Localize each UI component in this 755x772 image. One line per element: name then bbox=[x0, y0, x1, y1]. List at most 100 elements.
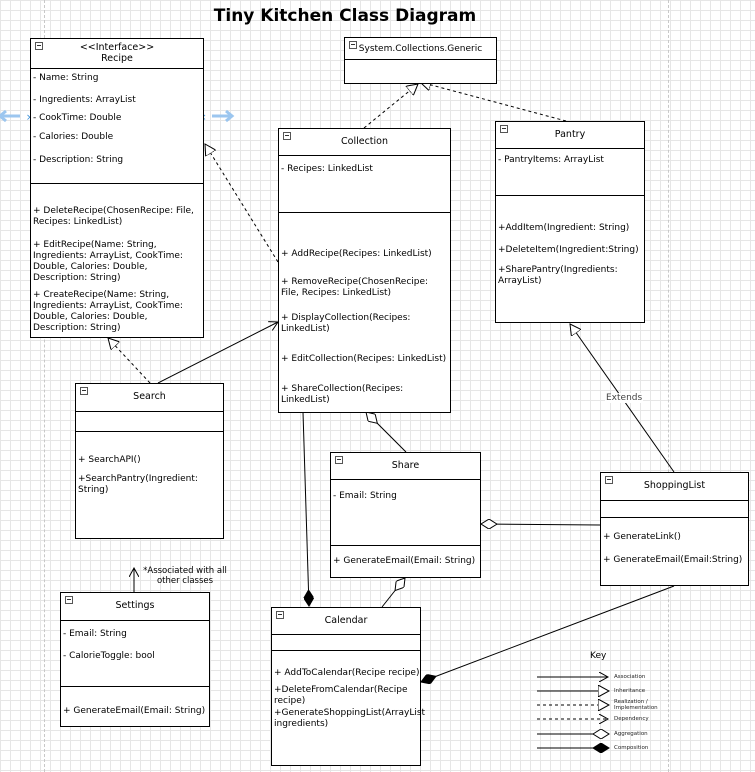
pantry-generic-realization bbox=[420, 82, 567, 122]
class-calendar-header[interactable]: Calendar bbox=[272, 608, 420, 635]
class-system-collections-generic[interactable]: System.Collections.Generic bbox=[344, 37, 497, 84]
calendar-method-generateshoppinglist: +GenerateShoppingList(ArrayList ingredie… bbox=[274, 708, 426, 729]
collection-method-share: + ShareCollection(Recipes: LinkedList) bbox=[281, 384, 404, 405]
generic-header[interactable]: System.Collections.Generic bbox=[345, 38, 496, 60]
collapse-icon[interactable] bbox=[349, 41, 357, 49]
class-collection[interactable]: Collection - Recipes: LinkedList + AddRe… bbox=[278, 128, 451, 413]
class-pantry[interactable]: Pantry - PantryItems: ArrayList +AddItem… bbox=[495, 121, 645, 323]
key-title: Key bbox=[590, 651, 607, 661]
recipe-methods: + DeleteRecipe(ChosenRecipe: File, Recip… bbox=[31, 184, 203, 337]
recipe-attr-cooktime: - CookTime: Double bbox=[33, 113, 122, 123]
shoppinglist-attributes bbox=[601, 501, 748, 518]
class-search[interactable]: Search + SearchAPI() +SearchPantry(Ingre… bbox=[75, 383, 224, 539]
pantry-name: Pantry bbox=[554, 129, 586, 140]
class-share[interactable]: Share - Email: String + GenerateEmail(Em… bbox=[330, 452, 481, 578]
pantry-attr-items: - PantryItems: ArrayList bbox=[498, 155, 604, 165]
settings-attr-email: - Email: String bbox=[63, 629, 127, 639]
calendar-methods: + AddToCalendar(Recipe recipe) +DeleteFr… bbox=[272, 651, 425, 765]
collection-methods: + AddRecipe(Recipes: LinkedList) + Remov… bbox=[279, 213, 450, 412]
calendar-name: Calendar bbox=[324, 615, 368, 626]
collapse-icon[interactable] bbox=[335, 456, 343, 464]
recipe-attributes: - Name: String - Ingredients: ArrayList … bbox=[31, 69, 203, 184]
search-methods: + SearchAPI() +SearchPantry(Ingredient: … bbox=[76, 432, 223, 538]
pantry-method-sharepantry: +SharePantry(Ingredients: ArrayList) bbox=[498, 265, 618, 286]
page-boundary-line bbox=[668, 0, 669, 772]
class-settings-header[interactable]: Settings bbox=[61, 593, 209, 621]
class-settings[interactable]: Settings - Email: String - CalorieToggle… bbox=[60, 592, 210, 727]
share-methods: + GenerateEmail(Email: String) bbox=[331, 546, 480, 577]
note-associated-all: *Associated with all other classes bbox=[143, 566, 227, 586]
recipe-attr-calories: - Calories: Double bbox=[33, 132, 114, 142]
settings-attributes: - Email: String - CalorieToggle: bool bbox=[61, 621, 209, 687]
shoppinglist-method-generateemail: + GenerateEmail(Email:String) bbox=[603, 555, 743, 565]
collapse-icon[interactable] bbox=[80, 387, 88, 395]
collection-method-edit: + EditCollection(Recipes: LinkedList) bbox=[281, 354, 447, 364]
pantry-method-deleteitem: +DeleteItem(Ingredient:String) bbox=[498, 245, 639, 255]
settings-attr-calorietoggle: - CalorieToggle: bool bbox=[63, 651, 155, 661]
collection-attr-recipes: - Recipes: LinkedList bbox=[281, 164, 373, 174]
search-method-api: + SearchAPI() bbox=[78, 455, 141, 465]
class-calendar[interactable]: Calendar + AddToCalendar(Recipe recipe) … bbox=[271, 607, 425, 766]
key-label-realization: Realization / Implementation bbox=[614, 699, 658, 711]
share-method-generateemail: + GenerateEmail(Email: String) bbox=[333, 556, 476, 566]
pantry-method-additem: +AddItem(Ingredient: String) bbox=[498, 223, 630, 233]
class-share-header[interactable]: Share bbox=[331, 453, 480, 480]
class-shoppinglist-header[interactable]: ShoppingList bbox=[601, 473, 748, 501]
recipe-attr-name: - Name: String bbox=[33, 73, 99, 83]
shoppinglist-method-generatelink: + GenerateLink() bbox=[603, 532, 681, 542]
class-shoppinglist[interactable]: ShoppingList + GenerateLink() + Generate… bbox=[600, 472, 749, 586]
diagram-title: Tiny Kitchen Class Diagram bbox=[213, 6, 477, 26]
search-attributes bbox=[76, 412, 223, 432]
pantry-attributes: - PantryItems: ArrayList bbox=[496, 149, 644, 196]
shoppinglist-methods: + GenerateLink() + GenerateEmail(Email:S… bbox=[601, 518, 748, 585]
collection-generic-realization bbox=[363, 84, 418, 129]
calendar-method-addtocalendar: + AddToCalendar(Recipe recipe) bbox=[274, 668, 420, 678]
calendar-share-aggregation bbox=[381, 578, 405, 608]
shoppinglist-share-aggregation bbox=[481, 524, 601, 525]
collection-attributes: - Recipes: LinkedList bbox=[279, 156, 450, 213]
recipe-attr-ingredients: - Ingredients: ArrayList bbox=[33, 95, 136, 105]
generic-body bbox=[345, 60, 496, 83]
collection-method-remove: + RemoveRecipe(ChosenRecipe: File, Recip… bbox=[281, 277, 429, 298]
recipe-method-edit: + EditRecipe(Name: String, Ingredients: … bbox=[33, 240, 183, 283]
class-collection-header[interactable]: Collection bbox=[279, 129, 450, 156]
recipe-stereotype: <<Interface>> bbox=[79, 42, 155, 53]
recipe-method-create: + CreateRecipe(Name: String, Ingredients… bbox=[33, 290, 183, 333]
calendar-collection-composition bbox=[302, 411, 309, 606]
shoppinglist-name: ShoppingList bbox=[643, 480, 706, 491]
collapse-icon[interactable] bbox=[605, 476, 613, 484]
key-label-dependency: Dependency bbox=[614, 716, 649, 722]
collapse-icon[interactable] bbox=[65, 596, 73, 604]
class-recipe-header[interactable]: <<Interface>> Recipe bbox=[31, 39, 203, 69]
class-search-header[interactable]: Search bbox=[76, 384, 223, 412]
share-name: Share bbox=[391, 460, 420, 471]
settings-name: Settings bbox=[115, 600, 155, 611]
calendar-attributes bbox=[272, 635, 420, 651]
collection-recipe-realization bbox=[205, 144, 279, 263]
key-label-inheritance: Inheritance bbox=[614, 688, 646, 694]
shoppinglist-calendar-composition bbox=[421, 585, 675, 682]
key-label-aggregation: Aggregation bbox=[614, 731, 648, 737]
class-pantry-header[interactable]: Pantry bbox=[496, 122, 644, 149]
generic-name: System.Collections.Generic bbox=[358, 44, 483, 54]
share-attributes: - Email: String bbox=[331, 480, 480, 546]
collapse-icon[interactable] bbox=[500, 125, 508, 133]
page-boundary-line bbox=[44, 0, 45, 772]
share-attr-email: - Email: String bbox=[333, 491, 397, 501]
key-label-composition: Composition bbox=[614, 745, 649, 751]
search-recipe-realization bbox=[108, 338, 151, 384]
settings-method-generateemail: + GenerateEmail(Email: String) bbox=[63, 706, 206, 716]
collapse-icon[interactable] bbox=[283, 132, 291, 140]
collapse-icon[interactable] bbox=[35, 42, 43, 50]
selection-x-left: × bbox=[26, 113, 34, 123]
selection-handle-right bbox=[212, 109, 235, 123]
collapse-icon[interactable] bbox=[276, 611, 284, 619]
key-label-association: Association bbox=[614, 674, 646, 680]
recipe-attr-description: - Description: String bbox=[33, 155, 124, 165]
class-recipe[interactable]: <<Interface>> Recipe - Name: String - In… bbox=[30, 38, 204, 338]
selection-handle-left bbox=[0, 109, 20, 123]
settings-methods: + GenerateEmail(Email: String) bbox=[61, 687, 209, 726]
search-method-pantry: +SearchPantry(Ingredient: String) bbox=[78, 474, 198, 495]
search-name: Search bbox=[133, 391, 166, 402]
